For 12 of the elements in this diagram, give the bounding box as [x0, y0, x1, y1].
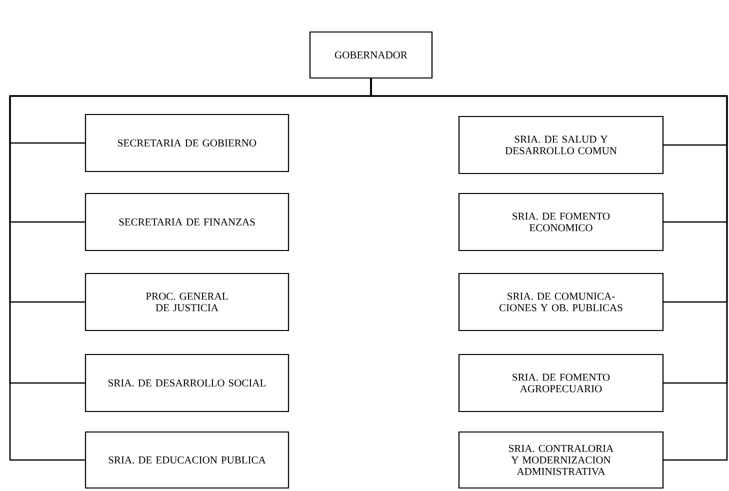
unit-box: SRIA. DE FOMENTO AGROPECUARIO	[458, 354, 664, 412]
unit-box: PROC. GENERAL DE JUSTICIA	[84, 272, 290, 332]
unit-box: SRIA. DE SALUD Y DESARROLLO COMUN	[458, 116, 664, 174]
unit-box: SRIA. DE DESARROLLO SOCIAL	[84, 354, 290, 412]
unit-box: SECRETARIA DE GOBIERNO	[84, 114, 290, 172]
unit-box: SRIA. DE EDUCACION PUBLICA	[84, 431, 290, 489]
unit-box: GOBERNADOR	[309, 31, 433, 79]
unit-box: SECRETARIA DE FINANZAS	[84, 192, 290, 252]
unit-box: SRIA. CONTRALORIA Y MODERNIZACION ADMINISTRATIVA	[458, 431, 664, 489]
connector-line	[370, 78, 728, 461]
unit-box: SRIA. DE COMUNICA- CIONES Y OB. PUBLICAS	[458, 272, 664, 332]
unit-box: SRIA. DE FOMENTO ECONOMICO	[458, 192, 664, 252]
